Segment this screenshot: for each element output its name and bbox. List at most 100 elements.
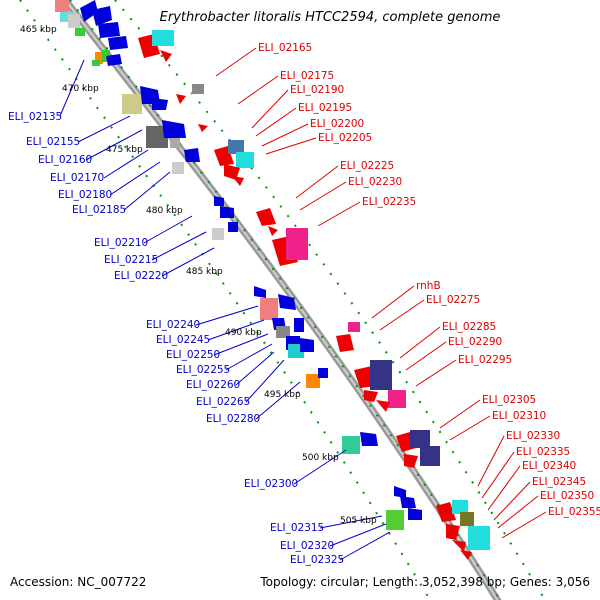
gene-feature[interactable] — [404, 454, 418, 468]
gene-label[interactable]: ELI_02305 — [482, 394, 537, 406]
gene-feature[interactable] — [452, 500, 468, 514]
gene-label[interactable]: ELI_02335 — [516, 446, 571, 458]
gene-feature[interactable] — [192, 84, 204, 94]
gene-feature[interactable] — [108, 36, 128, 50]
gene-feature[interactable] — [408, 508, 422, 520]
gene-label[interactable]: ELI_02285 — [442, 321, 497, 333]
gene-feature[interactable] — [376, 400, 390, 412]
gene-label[interactable]: ELI_02345 — [532, 476, 587, 488]
gene-label[interactable]: ELI_02230 — [348, 176, 403, 188]
gene-feature[interactable] — [80, 0, 98, 22]
gene-label[interactable]: ELI_02190 — [290, 84, 345, 96]
gene-label[interactable]: ELI_02315 — [270, 522, 325, 534]
gene-feature[interactable] — [370, 360, 392, 390]
gene-feature[interactable] — [360, 432, 378, 446]
gene-feature[interactable] — [318, 368, 328, 378]
gene-label[interactable]: ELI_02250 — [166, 349, 221, 361]
gene-feature[interactable] — [410, 430, 430, 448]
gene-label[interactable]: ELI_02170 — [50, 172, 105, 184]
gene-feature[interactable] — [55, 0, 69, 12]
gene-label[interactable]: ELI_02340 — [522, 460, 577, 472]
gene-feature[interactable] — [394, 486, 406, 498]
gene-feature[interactable] — [228, 140, 244, 154]
gene-label[interactable]: ELI_02200 — [310, 118, 365, 130]
gene-label[interactable]: ELI_02330 — [506, 430, 561, 442]
gene-feature[interactable] — [436, 502, 456, 522]
gene-label[interactable]: ELI_02240 — [146, 319, 201, 331]
gene-feature[interactable] — [254, 286, 266, 298]
gene-label[interactable]: ELI_02220 — [114, 270, 169, 282]
gene-feature[interactable] — [420, 446, 440, 466]
gene-label[interactable]: ELI_02245 — [156, 334, 211, 346]
gene-feature[interactable] — [260, 298, 278, 320]
gene-feature[interactable] — [176, 94, 186, 104]
gene-label[interactable]: ELI_02210 — [94, 237, 149, 249]
gene-feature[interactable] — [256, 208, 276, 226]
gene-label[interactable]: ELI_02295 — [458, 354, 513, 366]
gene-feature[interactable] — [162, 120, 186, 138]
gene-label[interactable]: ELI_02355 — [548, 506, 600, 518]
gene-label[interactable]: rnhB — [416, 280, 441, 292]
gene-feature[interactable] — [98, 22, 120, 38]
gene-feature[interactable] — [92, 60, 100, 66]
gene-label[interactable]: ELI_02265 — [196, 396, 251, 408]
gene-feature[interactable] — [224, 164, 240, 180]
gene-feature[interactable] — [388, 390, 406, 408]
gene-label[interactable]: ELI_02205 — [318, 132, 373, 144]
gene-feature[interactable] — [348, 322, 360, 332]
gene-feature[interactable] — [160, 50, 172, 62]
gene-feature[interactable] — [184, 148, 200, 162]
gene-feature[interactable] — [95, 52, 103, 64]
gene-feature[interactable] — [336, 334, 354, 352]
gene-label[interactable]: ELI_02160 — [38, 154, 93, 166]
gene-label[interactable]: ELI_02225 — [340, 160, 395, 172]
gene-feature[interactable] — [300, 338, 314, 352]
gene-feature[interactable] — [306, 374, 320, 388]
gene-label[interactable]: ELI_02310 — [492, 410, 547, 422]
gene-label[interactable]: ELI_02175 — [280, 70, 335, 82]
gene-label[interactable]: ELI_02320 — [280, 540, 335, 552]
gene-feature[interactable] — [276, 326, 290, 338]
gene-label[interactable]: ELI_02300 — [244, 478, 299, 490]
gene-feature[interactable] — [460, 550, 472, 560]
gene-feature[interactable] — [152, 98, 168, 110]
gene-label[interactable]: ELI_02275 — [426, 294, 481, 306]
gene-label[interactable]: ELI_02350 — [540, 490, 595, 502]
gene-feature[interactable] — [286, 228, 308, 260]
gene-feature[interactable] — [106, 54, 122, 66]
gene-feature[interactable] — [60, 12, 74, 22]
gene-feature[interactable] — [446, 524, 460, 540]
gene-feature[interactable] — [68, 14, 80, 28]
gene-feature[interactable] — [468, 526, 490, 550]
gene-feature[interactable] — [212, 228, 224, 240]
gene-feature[interactable] — [75, 28, 85, 36]
gene-label[interactable]: ELI_02280 — [206, 413, 261, 425]
gene-label[interactable]: ELI_02215 — [104, 254, 159, 266]
gene-label[interactable]: ELI_02255 — [176, 364, 231, 376]
gene-feature[interactable] — [342, 436, 360, 454]
gene-label[interactable]: ELI_02325 — [290, 554, 345, 566]
gene-label[interactable]: ELI_02235 — [362, 196, 417, 208]
gene-feature[interactable] — [460, 512, 474, 526]
gene-feature[interactable] — [400, 496, 416, 508]
gene-label[interactable]: ELI_02185 — [72, 204, 127, 216]
gene-label[interactable]: ELI_02165 — [258, 42, 313, 54]
gene-feature[interactable] — [294, 318, 304, 332]
gene-label[interactable]: ELI_02135 — [8, 111, 63, 123]
gene-label[interactable]: ELI_02260 — [186, 379, 241, 391]
gene-feature[interactable] — [220, 206, 234, 218]
gene-feature[interactable] — [152, 30, 174, 46]
gene-label[interactable]: ELI_02180 — [58, 189, 113, 201]
gene-feature[interactable] — [198, 124, 208, 132]
gene-feature[interactable] — [214, 196, 224, 206]
gene-feature[interactable] — [452, 540, 466, 552]
gene-feature[interactable] — [122, 94, 142, 114]
gene-feature[interactable] — [236, 152, 254, 168]
gene-feature[interactable] — [92, 6, 112, 26]
gene-label[interactable]: ELI_02290 — [448, 336, 503, 348]
gene-label[interactable]: ELI_02155 — [26, 136, 81, 148]
gene-label[interactable]: ELI_02195 — [298, 102, 353, 114]
gene-feature[interactable] — [278, 294, 296, 310]
gene-feature[interactable] — [170, 138, 180, 148]
gene-feature[interactable] — [386, 510, 404, 530]
